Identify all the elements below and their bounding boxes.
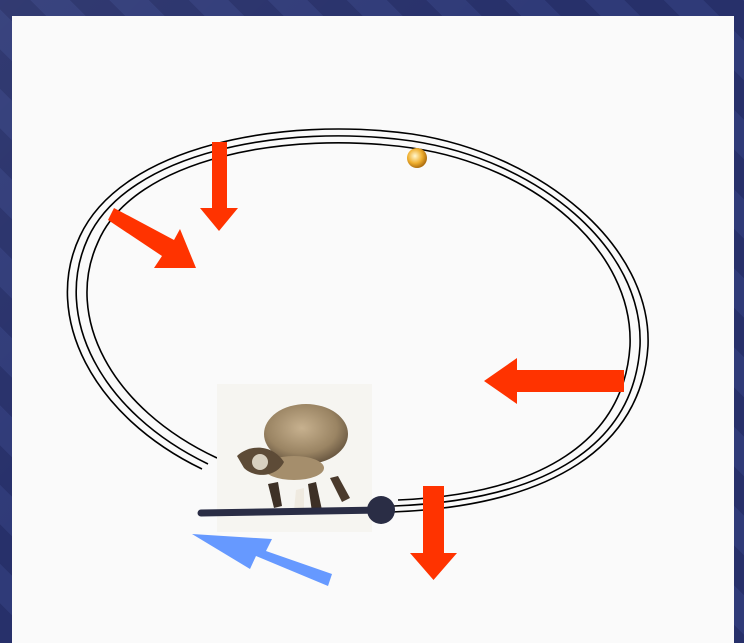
force-arrow-top [200,142,238,231]
force-arrow-upper-left [108,208,196,268]
force-arrow-right [484,358,624,404]
force-arrow-bottom [410,486,457,580]
sun-dot-icon [407,148,427,168]
slide-canvas [12,16,734,643]
pivot-dot-icon [367,496,395,524]
orbit-diagram [12,16,734,643]
velocity-arrow [192,534,332,586]
string-rod [201,510,382,513]
